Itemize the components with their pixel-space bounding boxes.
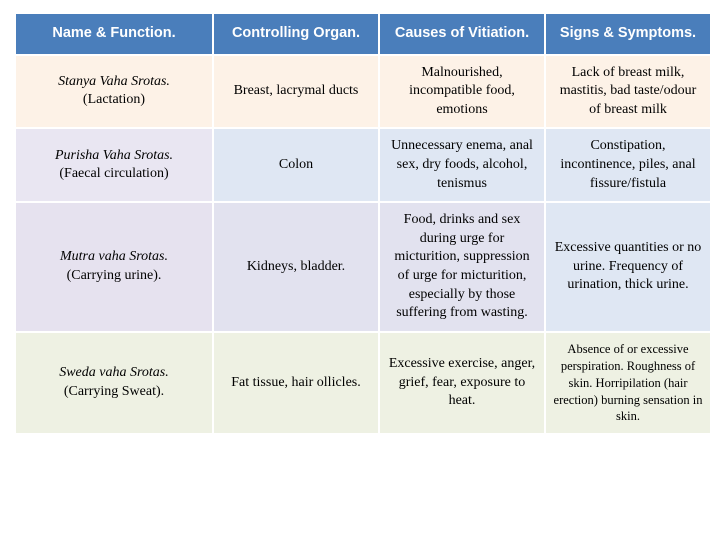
table-row: Stanya Vaha Srotas. (Lactation) Breast, … — [16, 55, 710, 128]
column-header-name-function: Name & Function. — [16, 14, 212, 54]
header-row: Name & Function. Controlling Organ. Caus… — [16, 14, 710, 54]
srotas-table: Name & Function. Controlling Organ. Caus… — [14, 12, 712, 435]
srotas-function: (Lactation) — [82, 92, 146, 108]
cell-causes: Unnecessary enema, anal sex, dry foods, … — [380, 129, 544, 202]
srotas-function: (Carrying urine). — [66, 268, 162, 284]
srotas-name: Sweda vaha Srotas. — [59, 365, 169, 381]
cell-name-function: Stanya Vaha Srotas. (Lactation) — [16, 55, 212, 128]
srotas-name: Purisha Vaha Srotas. — [54, 147, 174, 163]
cell-causes: Malnourished, incompatible food, emotion… — [380, 55, 544, 128]
cell-signs: Excessive quantities or no urine. Freque… — [546, 203, 710, 331]
table-row: Sweda vaha Srotas. (Carrying Sweat). Fat… — [16, 332, 710, 434]
srotas-function: (Faecal circulation) — [59, 166, 169, 182]
column-header-causes-of-vitiation: Causes of Vitiation. — [380, 14, 544, 54]
column-header-controlling-organ: Controlling Organ. — [214, 14, 378, 54]
table-row: Purisha Vaha Srotas. (Faecal circulation… — [16, 129, 710, 202]
cell-controlling-organ: Kidneys, bladder. — [214, 203, 378, 331]
table-row: Mutra vaha Srotas. (Carrying urine). Kid… — [16, 203, 710, 331]
cell-signs: Lack of breast milk, mastitis, bad taste… — [546, 55, 710, 128]
srotas-name: Stanya Vaha Srotas. — [58, 73, 170, 89]
cell-causes: Food, drinks and sex during urge for mic… — [380, 203, 544, 331]
column-header-signs-symptoms: Signs & Symptoms. — [546, 14, 710, 54]
cell-name-function: Sweda vaha Srotas. (Carrying Sweat). — [16, 332, 212, 434]
table-body: Stanya Vaha Srotas. (Lactation) Breast, … — [16, 55, 710, 434]
srotas-name: Mutra vaha Srotas. — [60, 249, 168, 265]
srotas-function: (Carrying Sweat). — [63, 384, 165, 400]
cell-name-function: Mutra vaha Srotas. (Carrying urine). — [16, 203, 212, 331]
cell-signs: Absence of or excessive perspiration. Ro… — [546, 332, 710, 434]
cell-controlling-organ: Fat tissue, hair ollicles. — [214, 332, 378, 434]
table-header: Name & Function. Controlling Organ. Caus… — [16, 14, 710, 54]
slide-canvas: Name & Function. Controlling Organ. Caus… — [0, 12, 720, 552]
cell-signs: Constipation, incontinence, piles, anal … — [546, 129, 710, 202]
cell-controlling-organ: Colon — [214, 129, 378, 202]
cell-controlling-organ: Breast, lacrymal ducts — [214, 55, 378, 128]
cell-name-function: Purisha Vaha Srotas. (Faecal circulation… — [16, 129, 212, 202]
cell-causes: Excessive exercise, anger, grief, fear, … — [380, 332, 544, 434]
